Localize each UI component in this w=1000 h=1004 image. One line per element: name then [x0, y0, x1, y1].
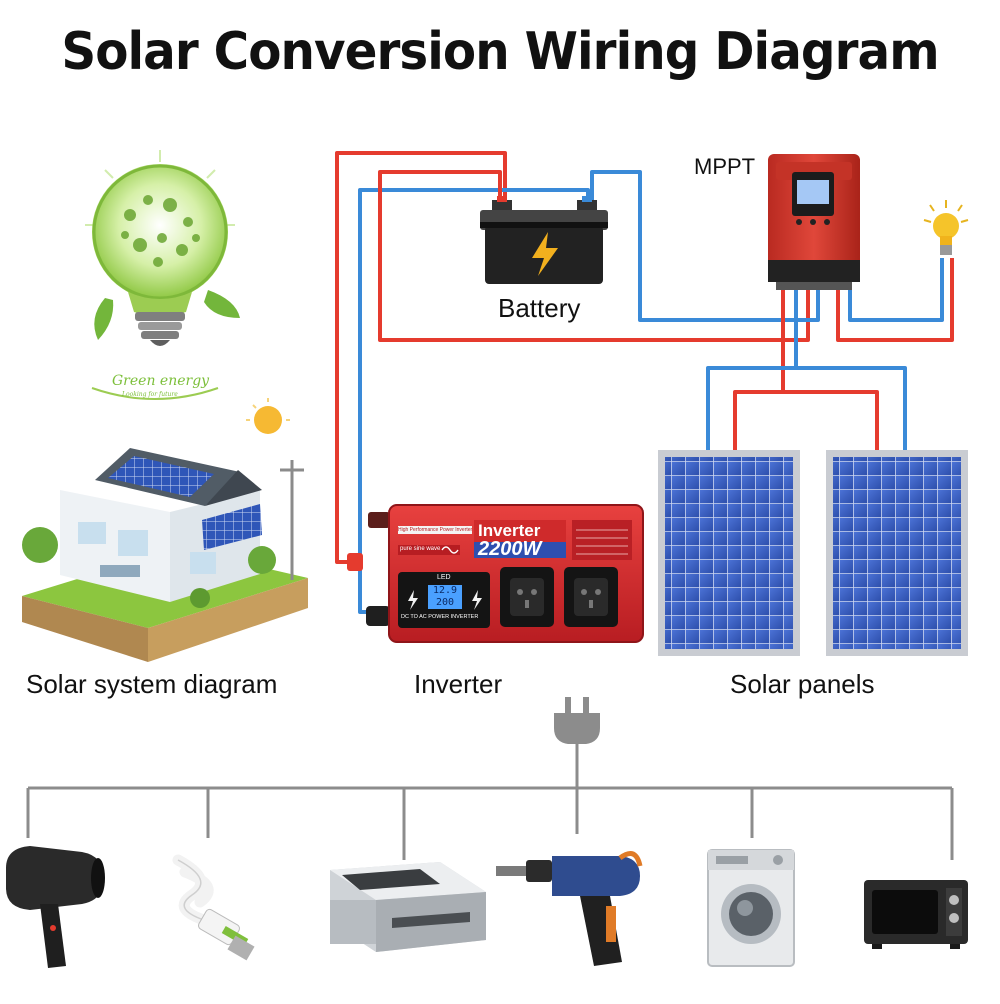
- ac-outlet: [500, 567, 554, 627]
- lightning-icon: [408, 590, 418, 610]
- solar-panel-left: [658, 450, 800, 656]
- wire-battery-mppt-positive: [378, 170, 810, 342]
- wire-battery-inverter-negative: [358, 188, 590, 614]
- wire-mppt-panels-positive: [733, 288, 879, 450]
- sun-icon: [254, 406, 282, 434]
- wires: [335, 151, 954, 614]
- inverter-power-text: 2200W: [478, 538, 542, 560]
- wire-mppt-panels-negative: [706, 288, 907, 450]
- inverter-led-text: LED: [437, 574, 451, 581]
- mppt-controller: [768, 154, 860, 290]
- inverter-bottom-text: DC TO AC POWER INVERTER: [401, 614, 479, 620]
- solar-panels-label: Solar panels: [730, 669, 875, 699]
- wire-battery-inverter-positive: [335, 151, 507, 564]
- green-energy-title: Green energy: [112, 373, 210, 389]
- wire-mppt-load-negative: [848, 258, 944, 322]
- printer-icon: [330, 862, 486, 952]
- solar-house-illustration: [22, 398, 308, 662]
- lightning-icon: [472, 590, 482, 610]
- inverter-wave-text: pure sine wave: [400, 546, 441, 552]
- battery-label: Battery: [498, 293, 581, 323]
- battery: [480, 196, 608, 284]
- inverter-display-top: 12.9: [433, 585, 458, 596]
- inverter-label: Inverter: [414, 669, 503, 699]
- inverter-display-bottom: 200: [436, 597, 455, 608]
- hair-dryer-icon: [6, 846, 105, 968]
- lightning-icon: [532, 232, 558, 276]
- inverter: [347, 504, 644, 643]
- page-title: Solar Conversion Wiring Diagram: [61, 22, 939, 82]
- green-energy-subtitle: Looking for future: [122, 391, 178, 398]
- cfl-bulb-icon: [172, 854, 255, 961]
- wire-mppt-load-positive: [836, 258, 954, 342]
- ac-outlet: [564, 567, 618, 627]
- wire-battery-mppt-negative: [590, 170, 820, 322]
- light-bulb-icon: [923, 200, 969, 255]
- load-bus: [26, 742, 954, 860]
- plug-icon: [554, 697, 600, 744]
- drill-icon: [496, 851, 643, 966]
- washing-machine-icon: [707, 849, 795, 967]
- microwave-oven-icon: [864, 880, 968, 949]
- inverter-brand-text: Inverter: [478, 521, 541, 540]
- inverter-top-strip: High Performance Power Inverter: [398, 527, 473, 533]
- mppt-label: MPPT: [694, 154, 756, 179]
- solar-panel-right: [826, 450, 968, 656]
- solar-system-label: Solar system diagram: [26, 669, 278, 699]
- green-energy-bulb-icon: [85, 150, 240, 400]
